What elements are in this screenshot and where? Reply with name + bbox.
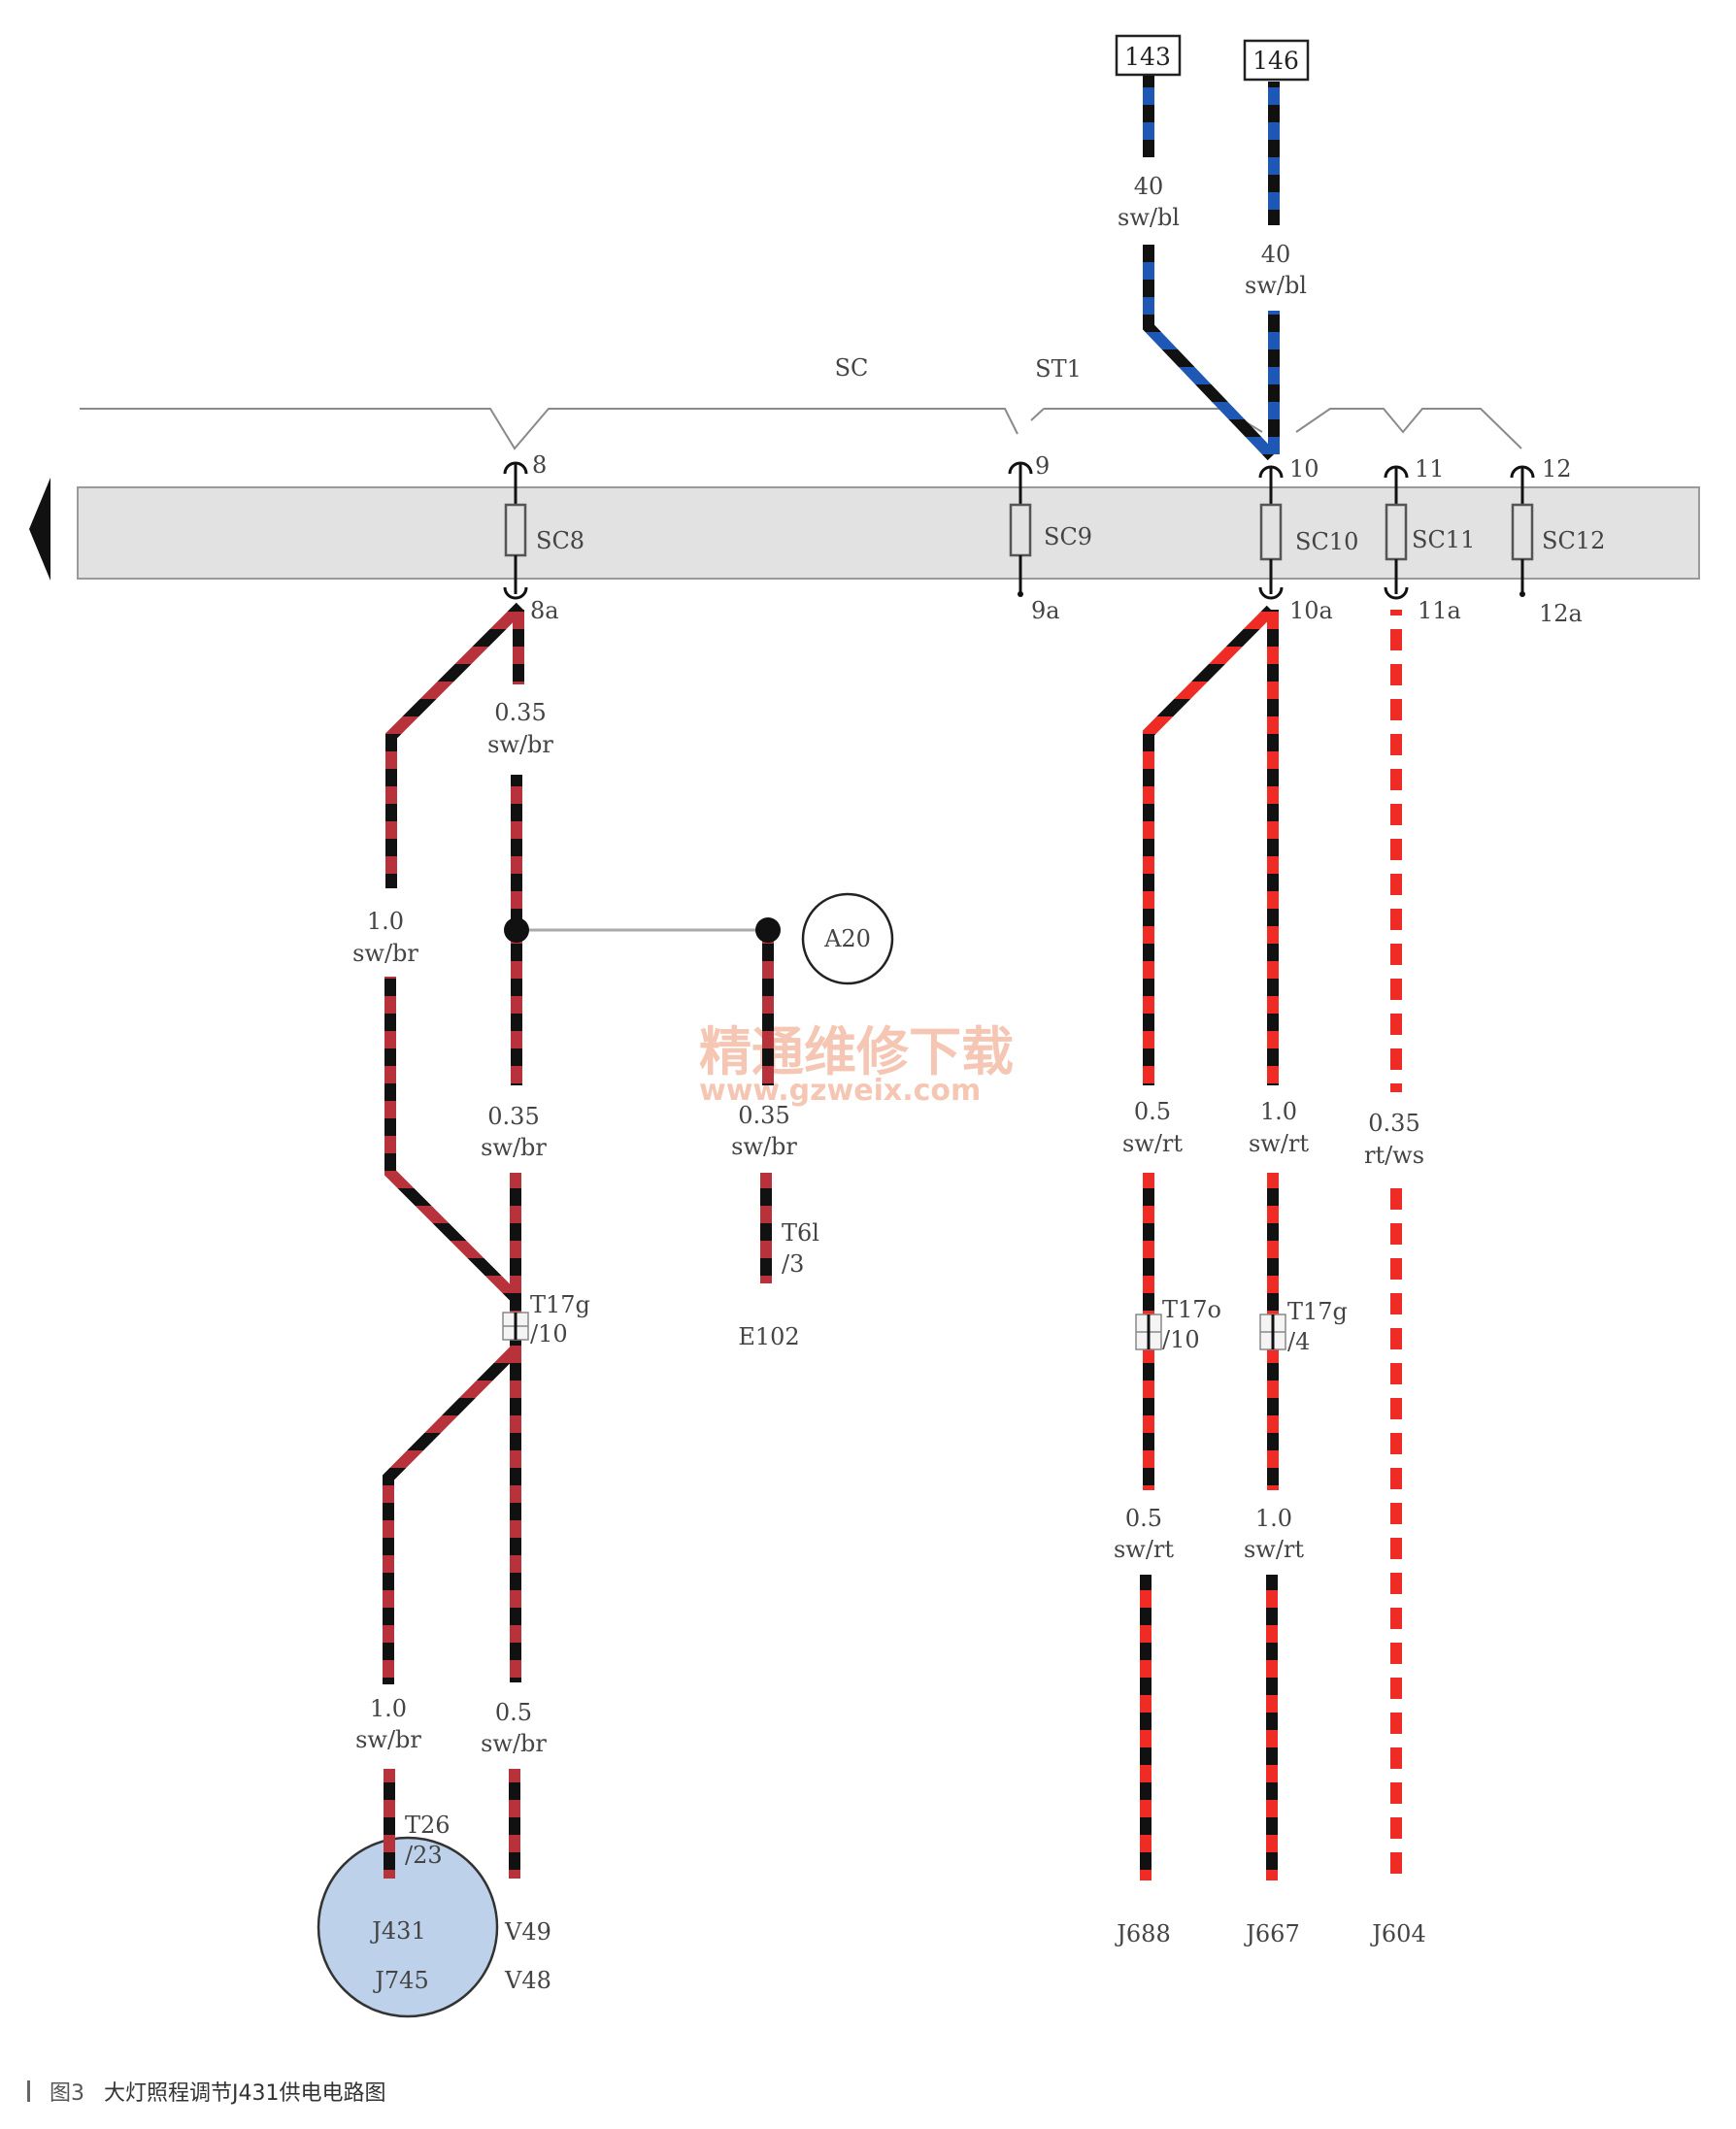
wire-10-right-bottom-size: 1.0 bbox=[1255, 1505, 1292, 1532]
bus-label-sc: SC bbox=[835, 354, 869, 382]
component-j688: J688 bbox=[1114, 1920, 1170, 1947]
wire-8-left-bottom-color: sw/br bbox=[355, 1726, 421, 1753]
caption-figure-number: 图3 bbox=[50, 2081, 84, 2106]
wire-8-left-color: sw/br bbox=[352, 940, 418, 967]
wire-10-left-top-size: 0.5 bbox=[1134, 1098, 1171, 1125]
bus-label-st1: ST1 bbox=[1035, 355, 1082, 383]
wire-11-top-color: rt/ws bbox=[1364, 1142, 1424, 1169]
fuse-sc12-in-pin: 12 bbox=[1542, 455, 1572, 482]
fuse-rail bbox=[29, 478, 1700, 581]
source-146-label: 146 bbox=[1252, 47, 1299, 75]
connector-t17o-10: T17o /10 bbox=[1135, 1296, 1221, 1353]
source-146: 146 bbox=[1243, 39, 1310, 82]
sc10-wires bbox=[1140, 605, 1279, 1880]
control-unit-j431: T26 /23 J431 J745 bbox=[317, 1769, 499, 2018]
wire-10-left-bottom-size: 0.5 bbox=[1125, 1505, 1162, 1532]
wire-10-left-top-color: sw/rt bbox=[1122, 1130, 1183, 1157]
wire-8-right-bottom-size: 0.5 bbox=[495, 1699, 532, 1726]
fuse-sc8-label: SC8 bbox=[536, 527, 584, 554]
connector-t26-23-pin: /23 bbox=[405, 1842, 443, 1869]
component-j604: J604 bbox=[1369, 1920, 1425, 1947]
fuse-sc12-label: SC12 bbox=[1542, 527, 1605, 554]
source-143-label: 143 bbox=[1124, 43, 1171, 71]
wire-10-right-top-color: sw/rt bbox=[1249, 1130, 1309, 1157]
source-146-wire-color: sw/bl bbox=[1245, 272, 1307, 299]
wire-8-mid-color: sw/br bbox=[481, 1134, 547, 1161]
component-j667: J667 bbox=[1243, 1920, 1299, 1947]
fuse-sc8-in-pin: 8 bbox=[532, 451, 547, 479]
fuse-sc9-out-pin: 9a bbox=[1031, 597, 1060, 624]
connector-t17g-10: T17g /10 bbox=[502, 1291, 590, 1347]
component-v49: V49 bbox=[504, 1918, 551, 1946]
fuse-sc10-label: SC10 bbox=[1295, 528, 1358, 555]
watermark: 精通维修下载 www.gzweix.com bbox=[699, 1021, 1014, 1108]
feed-wires bbox=[1143, 76, 1280, 461]
caption-text: 大灯照程调节J431供电电路图 bbox=[104, 2081, 386, 2106]
fuse-sc11-label: SC11 bbox=[1412, 526, 1475, 553]
connector-t6l-3-pin: /3 bbox=[782, 1250, 804, 1278]
fuse-sc12-out-pin: 12a bbox=[1539, 600, 1583, 627]
connector-t17g-4-name: T17g bbox=[1287, 1298, 1348, 1325]
wire-8-left-bottom-size: 1.0 bbox=[370, 1695, 407, 1722]
wire-11-top-size: 0.35 bbox=[1368, 1110, 1419, 1137]
watermark-url: www.gzweix.com bbox=[699, 1074, 981, 1108]
wire-e102-color: sw/br bbox=[731, 1133, 797, 1160]
rail-end-arrow-icon bbox=[29, 478, 50, 581]
source-143-wire-color: sw/bl bbox=[1118, 204, 1180, 231]
fuse-sc8: 8 SC8 8a bbox=[503, 451, 584, 624]
wire-8-left-size: 1.0 bbox=[367, 908, 404, 935]
wire-10-left-bottom-color: sw/rt bbox=[1114, 1536, 1174, 1563]
component-v48: V48 bbox=[504, 1967, 551, 1994]
wire-e102-size: 0.35 bbox=[738, 1102, 789, 1129]
connector-t17o-10-name: T17o bbox=[1162, 1296, 1221, 1323]
source-143: 143 bbox=[1115, 34, 1182, 77]
wire-8-right-bottom-color: sw/br bbox=[481, 1730, 547, 1757]
fuse-sc9-label: SC9 bbox=[1044, 523, 1092, 550]
splice-a20-label: A20 bbox=[823, 925, 871, 952]
connector-t17g-4-pin: /4 bbox=[1287, 1328, 1310, 1355]
wire-8-mid-size: 0.35 bbox=[487, 1103, 539, 1130]
connector-t17o-10-pin: /10 bbox=[1162, 1326, 1200, 1353]
connector-t6l-3-name: T6l bbox=[782, 1219, 819, 1247]
connector-t17g-10-name: T17g bbox=[530, 1291, 590, 1318]
wire-10-right-bottom-color: sw/rt bbox=[1244, 1536, 1304, 1563]
wire-8a-top-color: sw/br bbox=[487, 731, 553, 758]
connector-t6l-3: T6l /3 bbox=[782, 1219, 819, 1278]
fuse-sc10: 10 SC10 10a bbox=[1258, 455, 1358, 624]
sc8-splice: A20 bbox=[504, 892, 894, 985]
fuse-sc11: 11 SC11 11a bbox=[1384, 455, 1475, 624]
sc8-wires bbox=[383, 602, 774, 1879]
component-j745: J745 bbox=[372, 1967, 428, 1994]
bus-lines bbox=[80, 408, 1522, 450]
caption-bar bbox=[27, 2080, 30, 2102]
source-143-wire-size: 40 bbox=[1134, 173, 1164, 200]
component-e102: E102 bbox=[738, 1323, 799, 1350]
source-146-wire-size: 40 bbox=[1261, 241, 1291, 268]
splice-a20 bbox=[801, 892, 894, 985]
fuse-sc11-out-pin: 11a bbox=[1418, 597, 1461, 624]
fuse-sc10-out-pin: 10a bbox=[1289, 597, 1333, 624]
wire-8a-top-size: 0.35 bbox=[494, 699, 546, 726]
fuse-sc9: 9 SC9 9a bbox=[1008, 452, 1092, 624]
fuse-sc10-in-pin: 10 bbox=[1289, 455, 1319, 482]
fuse-sc11-in-pin: 11 bbox=[1415, 455, 1445, 482]
fuse-sc8-out-pin: 8a bbox=[530, 597, 559, 624]
connector-t17g-4: T17g /4 bbox=[1259, 1298, 1348, 1355]
connector-t17g-10-pin: /10 bbox=[530, 1320, 568, 1347]
figure-caption: 图3 大灯照程调节J431供电电路图 bbox=[27, 2076, 385, 2107]
fuse-sc12: 12 SC12 12a bbox=[1510, 455, 1605, 627]
watermark-cn: 精通维修下载 bbox=[699, 1021, 1014, 1082]
component-j431: J431 bbox=[369, 1917, 425, 1945]
wire-10-right-top-size: 1.0 bbox=[1260, 1098, 1297, 1125]
fuse-sc9-in-pin: 9 bbox=[1035, 452, 1050, 480]
connector-t26-23-name: T26 bbox=[405, 1812, 451, 1839]
